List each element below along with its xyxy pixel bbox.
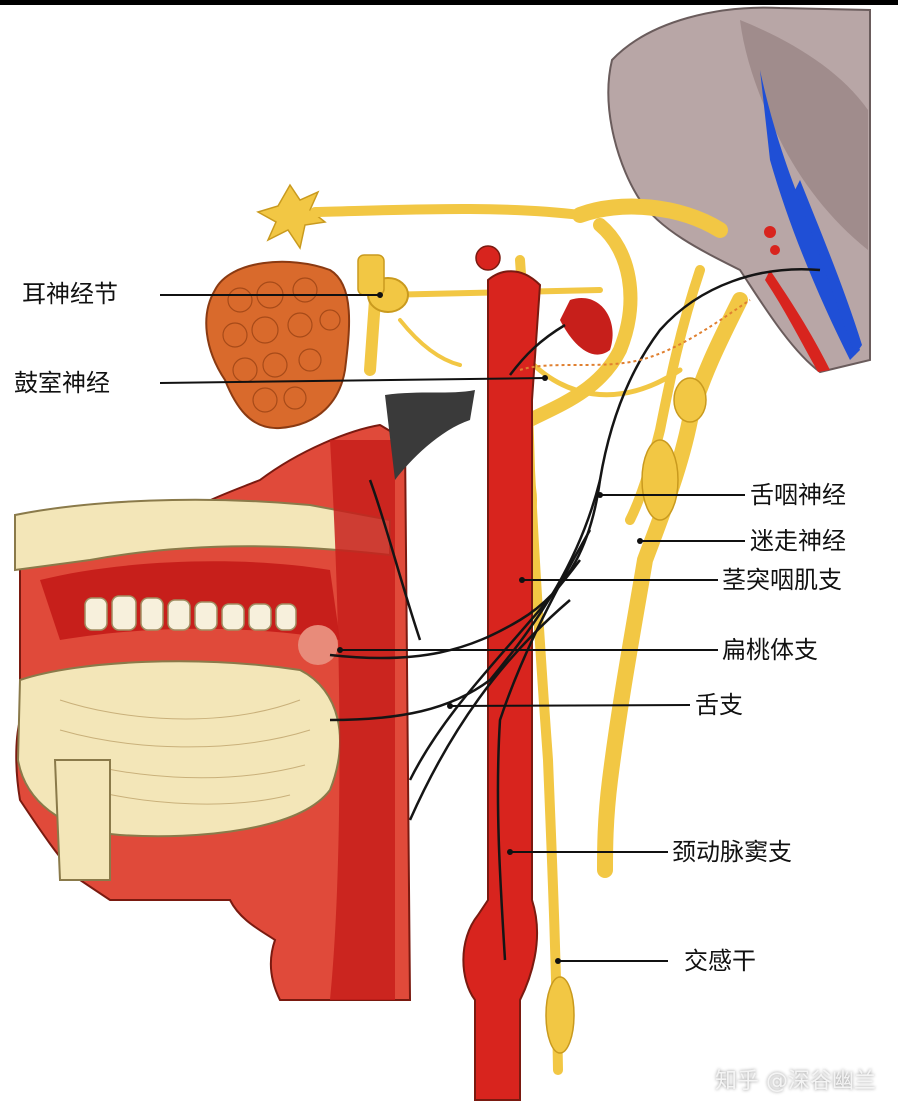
top-border	[0, 0, 898, 5]
label-sympathetic-trunk: 交感干	[684, 947, 756, 975]
head-section	[14, 390, 475, 1001]
glossopharyngeal-fibers	[329, 268, 821, 961]
parotid-gland	[205, 260, 351, 430]
watermark: 知乎 @深谷幽兰	[715, 1069, 876, 1094]
brainstem-region	[607, 6, 871, 374]
label-vagus-nerve: 迷走神经	[750, 527, 846, 555]
label-otic-ganglion: 耳神经节	[22, 280, 118, 308]
nerve-trunks	[364, 198, 748, 1075]
label-glossopharyngeal-nerve: 舌咽神经	[750, 481, 846, 509]
leader-lines	[159, 294, 745, 962]
label-pharyngeal-branch: 茎突咽肌支	[722, 566, 842, 594]
label-carotid-sinus-branch: 颈动脉窦支	[672, 838, 792, 866]
label-lingual-branch: 舌支	[695, 691, 743, 719]
carotid-artery	[462, 270, 542, 1101]
label-tympanic-nerve: 鼓室神经	[14, 369, 110, 397]
label-tonsillar-branch: 扁桃体支	[722, 636, 818, 664]
trigeminal-ganglion	[256, 183, 585, 250]
